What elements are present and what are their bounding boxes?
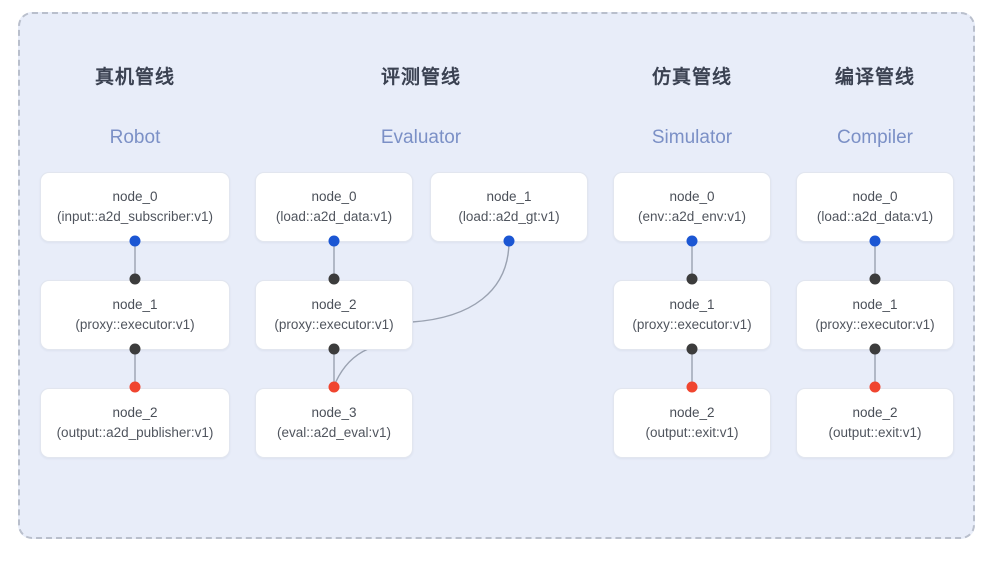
port-input-robot-1[interactable] (129, 273, 141, 285)
node-type: (input::a2d_subscriber:v1) (56, 208, 214, 224)
node-type: (output::a2d_publisher:v1) (56, 424, 214, 440)
node-type: (env::a2d_env:v1) (637, 208, 747, 224)
node-name: node_3 (311, 404, 357, 420)
port-input-simulator-1[interactable] (686, 273, 698, 285)
node-evaluator-1[interactable]: node_1 (load::a2d_gt:v1) (430, 172, 588, 242)
port-output-simulator-0[interactable] (686, 235, 698, 247)
node-type: (proxy::executor:v1) (632, 316, 752, 332)
port-output-compiler-0[interactable] (869, 235, 881, 247)
node-name: node_2 (311, 296, 357, 312)
port-output-evaluator-2[interactable] (328, 343, 340, 355)
node-type: (load::a2d_gt:v1) (458, 208, 560, 224)
node-name: node_2 (112, 404, 158, 420)
node-compiler-2[interactable]: node_2 (output::exit:v1) (796, 388, 954, 458)
node-robot-0[interactable]: node_0 (input::a2d_subscriber:v1) (40, 172, 230, 242)
node-name: node_0 (852, 188, 898, 204)
port-input-simulator-2[interactable] (686, 381, 698, 393)
node-simulator-2[interactable]: node_2 (output::exit:v1) (613, 388, 771, 458)
node-robot-1[interactable]: node_1 (proxy::executor:v1) (40, 280, 230, 350)
node-name: node_1 (112, 296, 158, 312)
node-type: (eval::a2d_eval:v1) (276, 424, 392, 440)
diagram-panel (18, 12, 975, 539)
node-evaluator-0[interactable]: node_0 (load::a2d_data:v1) (255, 172, 413, 242)
node-name: node_0 (669, 188, 715, 204)
node-simulator-1[interactable]: node_1 (proxy::executor:v1) (613, 280, 771, 350)
port-input-compiler-2[interactable] (869, 381, 881, 393)
node-compiler-0[interactable]: node_0 (load::a2d_data:v1) (796, 172, 954, 242)
node-name: node_2 (852, 404, 898, 420)
node-compiler-1[interactable]: node_1 (proxy::executor:v1) (796, 280, 954, 350)
node-evaluator-3[interactable]: node_3 (eval::a2d_eval:v1) (255, 388, 413, 458)
node-name: node_2 (669, 404, 715, 420)
port-output-evaluator-0[interactable] (328, 235, 340, 247)
port-output-evaluator-1[interactable] (503, 235, 515, 247)
node-name: node_1 (669, 296, 715, 312)
node-type: (proxy::executor:v1) (274, 316, 394, 332)
node-type: (proxy::executor:v1) (75, 316, 195, 332)
port-input-compiler-1[interactable] (869, 273, 881, 285)
node-name: node_0 (112, 188, 158, 204)
port-input-robot-2[interactable] (129, 381, 141, 393)
node-type: (proxy::executor:v1) (815, 316, 935, 332)
port-output-compiler-1[interactable] (869, 343, 881, 355)
node-evaluator-2[interactable]: node_2 (proxy::executor:v1) (255, 280, 413, 350)
node-robot-2[interactable]: node_2 (output::a2d_publisher:v1) (40, 388, 230, 458)
node-name: node_1 (486, 188, 532, 204)
port-input-evaluator-2[interactable] (328, 273, 340, 285)
node-type: (output::exit:v1) (828, 424, 922, 440)
port-output-robot-1[interactable] (129, 343, 141, 355)
node-simulator-0[interactable]: node_0 (env::a2d_env:v1) (613, 172, 771, 242)
node-type: (load::a2d_data:v1) (275, 208, 393, 224)
node-type: (output::exit:v1) (645, 424, 739, 440)
port-input-evaluator-3[interactable] (328, 381, 340, 393)
node-type: (load::a2d_data:v1) (816, 208, 934, 224)
node-name: node_1 (852, 296, 898, 312)
port-output-robot-0[interactable] (129, 235, 141, 247)
node-name: node_0 (311, 188, 357, 204)
port-output-simulator-1[interactable] (686, 343, 698, 355)
